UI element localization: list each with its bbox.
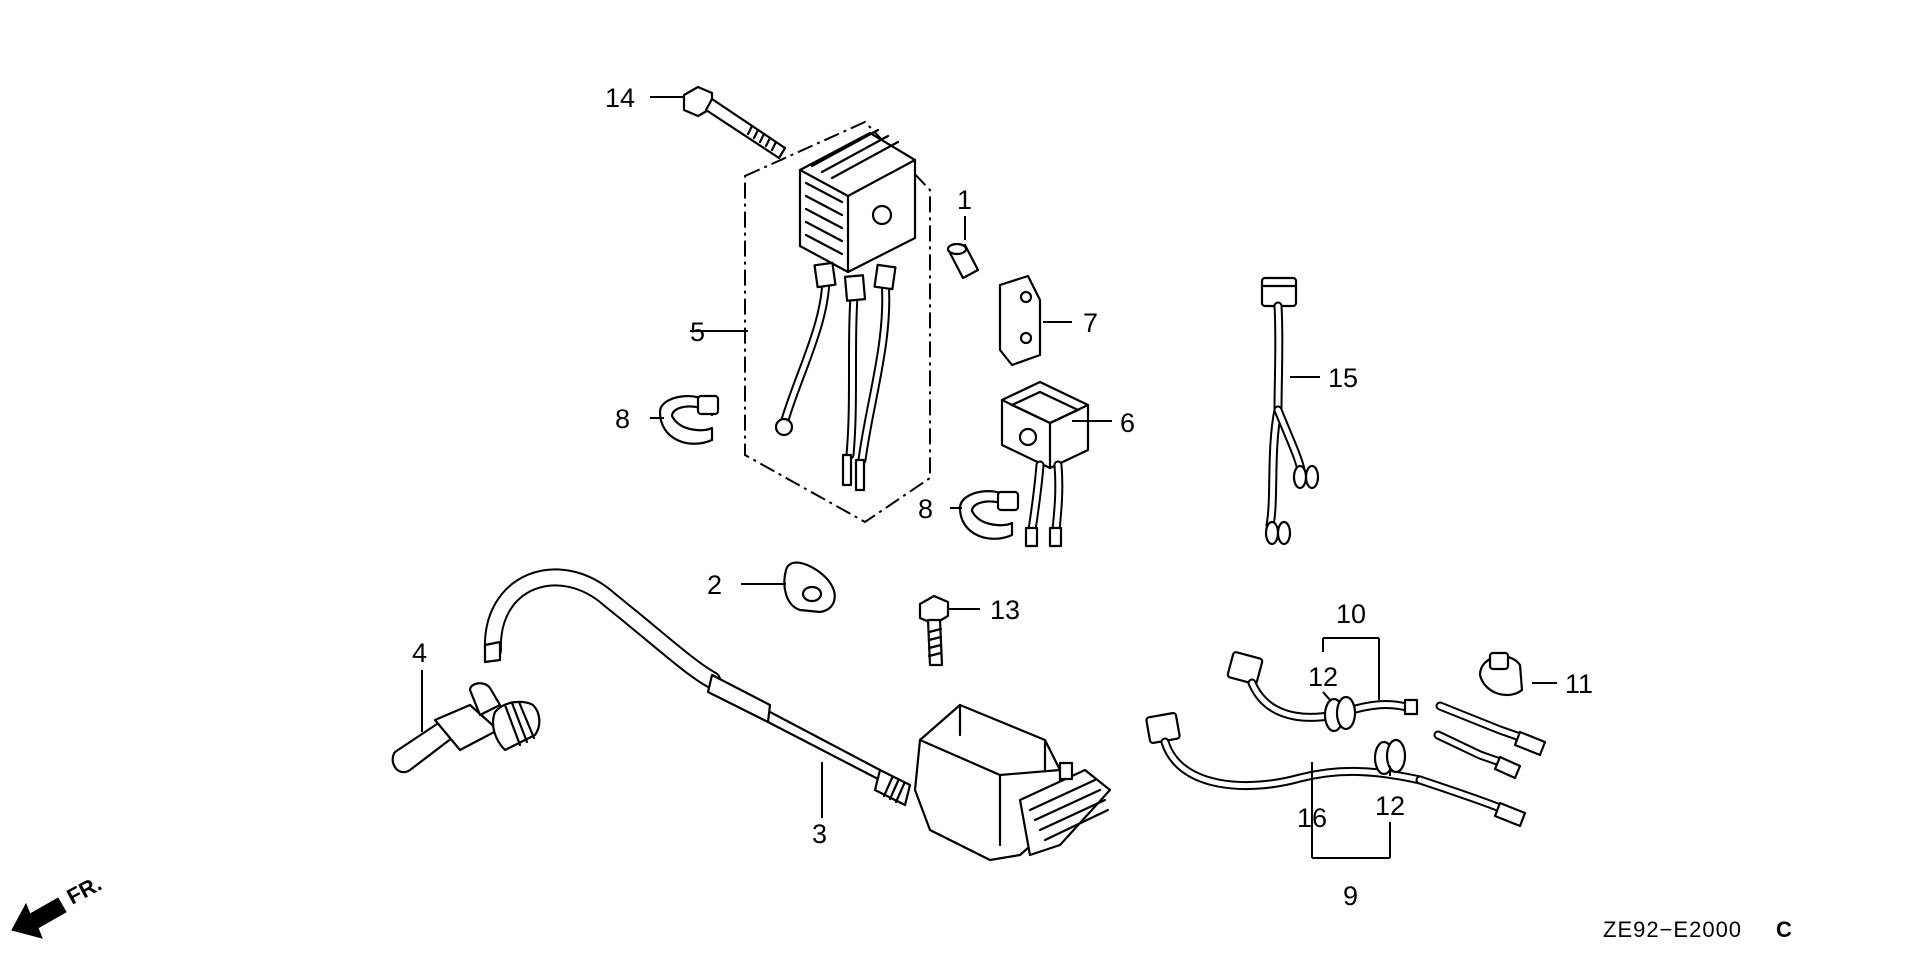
part-16-stop-wire-lower[interactable] <box>1145 711 1527 828</box>
arrow-down-left-icon <box>11 897 67 939</box>
part-1-collar[interactable] <box>946 242 980 280</box>
callout-8-lower: 8 <box>918 494 933 524</box>
part-6-module[interactable] <box>1000 380 1090 548</box>
part-11-clip[interactable] <box>1478 651 1524 697</box>
callout-13: 13 <box>990 595 1020 625</box>
callout-12-upper: 12 <box>1308 662 1338 692</box>
part-5-regulator-assembly[interactable] <box>744 120 931 524</box>
callout-5: 5 <box>690 317 705 347</box>
callout-7: 7 <box>1083 308 1098 338</box>
leader-lines <box>421 96 1557 859</box>
part-8-clamp-upper[interactable] <box>658 394 720 445</box>
callout-10: 10 <box>1336 599 1366 629</box>
part-3-ignition-coil[interactable] <box>483 568 1112 862</box>
part-2-grommet[interactable] <box>783 561 836 614</box>
callout-16: 16 <box>1297 803 1327 833</box>
part-8-clamp-lower[interactable] <box>958 490 1020 540</box>
callout-3: 3 <box>812 819 827 849</box>
callout-6: 6 <box>1120 408 1135 438</box>
front-direction-marker: FR. <box>11 871 106 939</box>
part-12-grommet-upper[interactable] <box>1323 695 1357 733</box>
callout-15: 15 <box>1328 363 1358 393</box>
part-12-grommet-lower[interactable] <box>1373 738 1407 776</box>
part-15-harness[interactable] <box>1260 276 1320 546</box>
part-4-plug-cap[interactable] <box>391 682 541 774</box>
callout-2: 2 <box>707 570 722 600</box>
diagram-code-text: ZE92−E2000 <box>1603 917 1742 942</box>
callout-12-lower: 12 <box>1375 791 1405 821</box>
callout-14: 14 <box>605 83 635 113</box>
part-14-bolt[interactable] <box>682 85 787 160</box>
part-7-plate[interactable] <box>998 274 1042 367</box>
callout-1: 1 <box>957 185 972 215</box>
callout-11: 11 <box>1565 669 1593 699</box>
callout-9: 9 <box>1343 881 1358 911</box>
diagram-code-suffix: C <box>1776 917 1793 942</box>
diagram-code: ZE92−E2000 C <box>1603 917 1793 942</box>
part-13-bolt[interactable] <box>918 594 950 667</box>
front-label: FR. <box>63 871 106 910</box>
callout-8-upper: 8 <box>615 404 630 434</box>
callout-4: 4 <box>412 638 427 668</box>
